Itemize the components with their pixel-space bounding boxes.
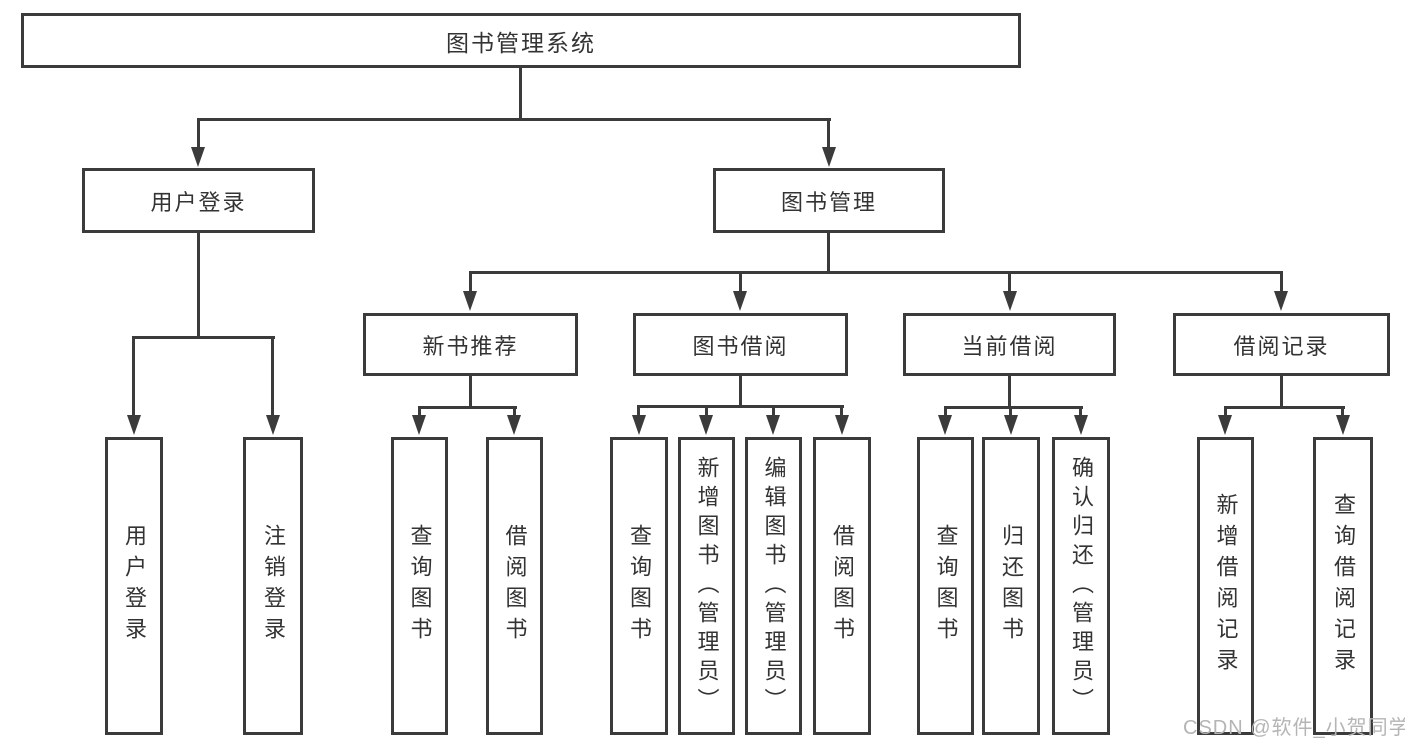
connector-line [1009,408,1012,417]
arrow-down-icon [1004,415,1018,435]
connector-line [197,230,200,338]
arrow-down-icon [1003,291,1017,311]
connector-line [132,338,135,416]
connector-line [827,230,830,273]
connector-line [513,408,516,417]
leaf-label: 查询借阅记录 [1331,493,1356,679]
arrow-down-icon [733,291,747,311]
leaf-label: 新增借阅记录 [1213,493,1239,679]
leaf-label: 查询图书 [933,524,959,648]
connector-line [772,407,775,416]
leaf-query-books-recommend: 查询图书 [391,437,448,735]
arrow-down-icon [1336,415,1350,435]
arrow-down-icon [822,147,836,167]
arrow-down-icon [191,147,205,167]
connector-line [1280,374,1283,408]
leaf-label: 查询图书 [407,524,433,648]
node-book-borrow: 图书借阅 [633,313,848,376]
connector-line [132,336,275,339]
connector-line [944,406,1083,409]
connector-line [1224,406,1345,409]
arrow-down-icon [266,415,280,435]
leaf-query-books-current: 查询图书 [917,437,974,735]
arrow-down-icon [1274,291,1288,311]
leaf-query-borrow-record: 查询借阅记录 [1313,437,1373,735]
leaf-borrow-books: 借阅图书 [813,437,871,735]
connector-line [827,118,830,148]
node-current-borrow: 当前借阅 [903,313,1116,376]
node-book-management: 图书管理 [713,168,945,233]
connector-line [418,408,421,417]
leaf-logout: 注销登录 [243,437,303,735]
connector-line [1224,408,1227,417]
leaf-label: 借阅图书 [830,524,855,648]
node-label: 用户登录 [150,189,247,215]
connector-line [271,338,274,416]
connector-line [197,118,200,148]
connector-line [739,374,742,407]
node-user-login: 用户登录 [82,168,315,233]
leaf-return-books: 归还图书 [982,437,1040,735]
connector-line [1008,273,1011,292]
connector-line [637,407,640,416]
node-label: 图书管理 [780,189,877,215]
arrow-down-icon [766,415,780,435]
leaf-label: 查询图书 [627,524,652,648]
connector-line [469,374,472,408]
connector-line [469,273,472,292]
arrow-down-icon [632,415,646,435]
node-new-book-recommend: 新书推荐 [363,313,578,376]
arrow-down-icon [507,415,521,435]
connector-line [418,406,517,409]
arrow-down-icon [938,415,952,435]
leaf-user-login: 用户登录 [105,437,163,735]
leaf-label: 用户登录 [122,524,147,648]
node-label: 新书推荐 [422,333,519,359]
leaf-add-books-admin: 新增图书（管理员） [678,437,735,735]
leaf-label: 借阅图书 [502,524,528,648]
connector-line [1280,273,1283,292]
leaf-label: 注销登录 [261,524,286,648]
connector-line [1341,408,1344,417]
arrow-down-icon [1218,415,1232,435]
connector-line [1008,374,1011,408]
connector-line [840,407,843,416]
node-label: 当前借阅 [961,333,1058,359]
node-label: 图书借阅 [692,333,789,359]
connector-line [1079,408,1082,417]
leaf-confirm-return-admin: 确认归还（管理员） [1052,437,1110,735]
connector-line [944,408,947,417]
leaf-borrow-books-recommend: 借阅图书 [486,437,543,735]
connector-line [469,271,1283,274]
node-label: 借阅记录 [1233,333,1330,359]
connector-line [705,407,708,416]
connector-line [739,273,742,292]
node-library-management-system: 图书管理系统 [21,13,1021,68]
arrow-down-icon [412,415,426,435]
connector-line [197,118,831,121]
leaf-add-borrow-record: 新增借阅记录 [1197,437,1254,735]
arrow-down-icon [463,291,477,311]
arrow-down-icon [1074,415,1088,435]
node-borrow-records: 借阅记录 [1173,313,1390,376]
arrow-down-icon [127,415,141,435]
leaf-label: 编辑图书（管理员） [761,455,787,717]
node-label: 图书管理系统 [446,29,596,56]
arrow-down-icon [699,415,713,435]
csdn-watermark: CSDN @软件_小贺同学 [1183,717,1405,739]
leaf-label: 归还图书 [999,524,1024,648]
leaf-label: 确认归还（管理员） [1069,455,1094,717]
leaf-query-books-borrow: 查询图书 [610,437,668,735]
connector-line [637,405,844,408]
connector-line [519,66,522,120]
leaf-edit-books-admin: 编辑图书（管理员） [745,437,802,735]
leaf-label: 新增图书（管理员） [694,455,720,717]
arrow-down-icon [835,415,849,435]
